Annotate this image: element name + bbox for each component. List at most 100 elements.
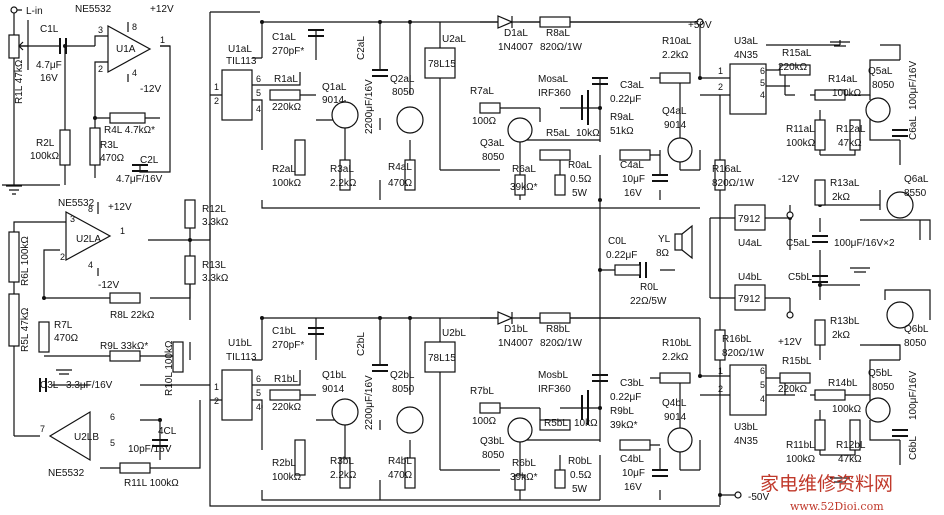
u4bl-box: 7912 [738, 294, 761, 305]
q2al-transistor-icon [396, 106, 424, 134]
u3bl-pin4: 4 [760, 394, 765, 404]
c4l-cap-icon [152, 439, 168, 447]
rail-neg50: -50V [748, 492, 769, 503]
mosbl-part: IRF360 [538, 384, 571, 395]
u1a-pin3: 3 [98, 25, 103, 35]
r4l-icon [109, 112, 146, 124]
mosbl-label: MosbL [538, 370, 568, 381]
r1l-label: R1L 47kΩ [14, 59, 25, 104]
u1al-pin4: 4 [256, 104, 261, 114]
c6bl-value: 100μF/16V [908, 371, 919, 420]
r4l-label: R4L 4.7kΩ* [104, 125, 155, 136]
u1a-label: U1A [116, 44, 136, 55]
ground-icon-3 [830, 41, 850, 47]
c3al-value: 0.22μF [610, 94, 641, 105]
u3al-label: U3aL [734, 36, 758, 47]
r13bl-icon [814, 319, 826, 346]
r4bl-icon [404, 457, 416, 489]
u1bl-pin4: 4 [256, 402, 261, 412]
r16bl-label: R16bL [722, 334, 752, 345]
r4bl-label: R4bL [388, 456, 412, 467]
c2l-value: 4.7μF/16V [116, 174, 163, 185]
r7bl-value: 100Ω [472, 416, 497, 427]
r5bl-icon [539, 419, 571, 431]
u1a-pin2: 2 [98, 64, 103, 74]
u1al-part: TIL113 [226, 56, 257, 67]
q4bl-transistor-icon [667, 427, 693, 453]
r15al-label: R15aL [782, 48, 812, 59]
mosbl-mosfet-icon [581, 390, 589, 425]
r2al-icon [294, 139, 306, 176]
c2bl-label: C2bL [356, 332, 367, 356]
r0al-value: 0.5Ω [570, 174, 592, 185]
q3al-part: 8050 [482, 152, 505, 163]
u2la-pin4: 4 [88, 260, 93, 270]
r2l-value: 100kΩ [30, 151, 60, 162]
q3bl-transistor-icon [507, 417, 533, 443]
q2al-label: Q2aL [390, 74, 415, 85]
c4bl-label: C4bL [620, 454, 644, 465]
r14al-label: R14aL [828, 74, 858, 85]
r8l-label: R8L 22kΩ [110, 310, 155, 321]
u3al-pin4: 4 [760, 90, 765, 100]
r3l-label: R3L [100, 140, 119, 151]
r13bl-label: R13bL [830, 316, 860, 327]
u4al-regulator-icon [734, 204, 766, 231]
c2al-value: 2200μF/16V [364, 79, 375, 134]
r0l-value: 22Ω/5W [630, 296, 667, 307]
r15bl-label: R15bL [782, 356, 812, 367]
u2lb-opamp-icon [48, 410, 91, 462]
u3al-pin2: 2 [718, 82, 723, 92]
r4al-icon [404, 159, 416, 191]
input-label: L-in [26, 6, 43, 17]
r3al-label: R3aL [330, 164, 354, 175]
c0l-label: C0L [608, 236, 627, 247]
ground-icon [6, 185, 22, 195]
u3al-pin6: 6 [760, 66, 765, 76]
r10bl-icon [659, 372, 691, 384]
r7bl-label: R7bL [470, 386, 494, 397]
terminal-icon-neg12 [786, 211, 794, 219]
u1bl-label: U1bL [228, 338, 252, 349]
q2bl-part: 8050 [392, 384, 415, 395]
r16bl-icon [714, 329, 726, 361]
rail-neg12-a: -12V [140, 84, 161, 95]
r1bl-value: 220kΩ [272, 402, 302, 413]
d1al-label: D1aL [504, 28, 528, 39]
c1al-value: 270pF* [272, 46, 304, 57]
rail-neg12-b: -12V [98, 280, 119, 291]
r2al-label: R2aL [272, 164, 296, 175]
u2al-regulator-icon [424, 47, 456, 79]
r0l-icon [614, 264, 641, 276]
c2bl-value: 2200μF/16V [364, 375, 375, 430]
c4bl-value: 10μF [622, 468, 645, 479]
r12al-icon [849, 119, 861, 151]
r11bl-value: 100kΩ [786, 454, 816, 465]
r10l-icon [172, 341, 184, 373]
r2al-value: 100kΩ [272, 178, 302, 189]
r7al-icon [479, 102, 501, 114]
r9bl-icon [619, 439, 651, 451]
terminal-icon-neg50 [734, 491, 742, 499]
u2la-pin3: 3 [70, 214, 75, 224]
u2bl-regulator-icon [424, 341, 456, 373]
r15bl-value: 220kΩ [778, 384, 808, 395]
mosal-mosfet-icon [581, 90, 589, 125]
r14bl-label: R14bL [828, 378, 858, 389]
u3al-pin5: 5 [760, 78, 765, 88]
c6bl-label: C6bL [908, 436, 919, 460]
r6al-value: 39kΩ* [510, 182, 538, 193]
u2la-opamp-icon [65, 210, 112, 262]
r13bl-value: 2kΩ [832, 330, 851, 341]
d1bl-diode-icon [497, 311, 514, 325]
q6bl-label: Q6bL [904, 324, 929, 335]
r16bl-value: 820Ω/1W [722, 348, 765, 359]
r8al-icon [539, 16, 571, 28]
watermark-cn: 家电维修资料网 [760, 473, 893, 495]
q2bl-transistor-icon [396, 406, 424, 434]
r13l-value: 3.3kΩ [202, 273, 229, 284]
c3l-value: 3.3μF/16V [66, 380, 113, 391]
c6al-label: C6aL [908, 116, 919, 140]
u3bl-part: 4N35 [734, 436, 758, 447]
